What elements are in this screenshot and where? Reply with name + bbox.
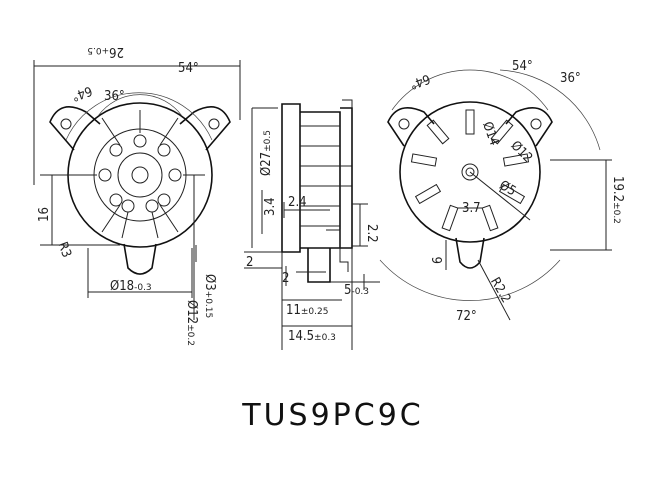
left-dim-d12: Ø12±0.2 — [184, 300, 199, 346]
left-dim-d18: Ø18-0.3 — [110, 279, 152, 294]
left-pins — [75, 110, 205, 239]
side-view: Ø27±0.5 3.4 2.4 2.2 2 2 5-0.3 11±0.25 14… — [244, 99, 380, 350]
side-socket-body — [281, 99, 353, 283]
right-dim-d14: Ø14 — [479, 120, 501, 148]
right-contacts — [410, 109, 530, 232]
side-dim-2-4: 2.4 — [288, 195, 307, 210]
right-dim-r2-2: R2.2 — [487, 275, 513, 306]
right-view: 54° 36° 64° Ø14 Ø12 Ø5 3.7 6 19.2±0.2 R2… — [379, 59, 625, 324]
right-dim-36deg: 36° — [560, 71, 581, 86]
left-dim-54deg: 54° — [178, 61, 199, 76]
left-dim-64deg: 64° — [69, 82, 94, 103]
side-dim-5: 5-0.3 — [344, 283, 369, 298]
side-dim-2a: 2 — [246, 255, 253, 270]
part-number-title: TUS9PC9C — [242, 398, 424, 433]
right-dim-d12: Ø12 — [508, 138, 536, 166]
side-dim-2-2: 2.2 — [364, 224, 379, 243]
right-dim-6: 6 — [431, 257, 446, 264]
left-dim-r3: R3 — [54, 240, 73, 260]
right-dim-72deg: 72° — [456, 309, 477, 324]
left-dim-36deg: 36° — [104, 89, 125, 104]
right-dim-19-2: 19.2±0.2 — [610, 176, 625, 224]
right-dim-3-7: 3.7 — [462, 201, 481, 216]
side-dim-3-4: 3.4 — [263, 197, 278, 216]
side-dim-d27: Ø27±0.5 — [259, 130, 274, 176]
left-dim-26: 26+0.5 — [87, 44, 124, 59]
side-dim-2b: 2 — [282, 271, 289, 286]
right-dim-d5: Ø5 — [497, 178, 519, 199]
right-dim-54deg: 54° — [512, 59, 533, 74]
right-socket-body — [387, 101, 553, 269]
right-dim-lines — [379, 69, 612, 321]
side-dim-lines — [244, 107, 380, 350]
left-dim-lines — [33, 60, 241, 320]
side-dim-14-5: 14.5±0.3 — [288, 329, 336, 344]
left-dim-d3: Ø3+0.15 — [202, 274, 217, 318]
right-dim-64deg: 64° — [407, 70, 432, 91]
side-dim-11: 11±0.25 — [286, 303, 328, 318]
left-dim-16: 16 — [37, 207, 52, 222]
left-view: 26+0.5 54° 36° 64° 16 R3 Ø18-0.3 Ø3+0.15… — [33, 44, 241, 346]
